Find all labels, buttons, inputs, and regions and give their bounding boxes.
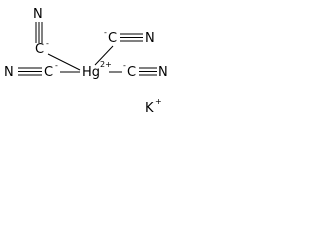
right-carbon-charge: - bbox=[123, 61, 126, 70]
mercury-charge: 2+ bbox=[100, 60, 112, 69]
left-carbon-charge: - bbox=[55, 61, 58, 70]
right-triple-bond bbox=[139, 67, 157, 76]
top-left-carbon-label: C bbox=[35, 42, 45, 57]
potassium-charge: + bbox=[155, 97, 162, 106]
right-carbon-label: C bbox=[127, 65, 137, 80]
potassium-label: K bbox=[145, 101, 154, 116]
left-nitrogen-label: N bbox=[4, 65, 14, 80]
mercury-label: Hg bbox=[82, 65, 101, 80]
top-right-carbon-hg-bond bbox=[94, 45, 114, 66]
molecule-canvas: N C - - C N N C - Hg 2+ - C N bbox=[0, 0, 176, 119]
top-right-carbon-label: C bbox=[108, 31, 118, 46]
top-left-carbon-hg-bond bbox=[47, 53, 81, 71]
top-left-triple-bond bbox=[35, 22, 43, 43]
right-hg-carbon-bond bbox=[109, 71, 122, 73]
top-right-nitrogen-label: N bbox=[145, 31, 155, 46]
right-nitrogen-label: N bbox=[158, 65, 168, 80]
left-carbon-label: C bbox=[44, 65, 54, 80]
top-right-carbon-charge: - bbox=[104, 28, 107, 37]
top-left-carbon-charge: - bbox=[46, 39, 49, 48]
left-triple-bond bbox=[18, 67, 42, 76]
top-left-nitrogen-label: N bbox=[33, 7, 43, 22]
left-carbon-hg-bond bbox=[60, 71, 80, 73]
top-right-triple-bond bbox=[120, 33, 143, 42]
